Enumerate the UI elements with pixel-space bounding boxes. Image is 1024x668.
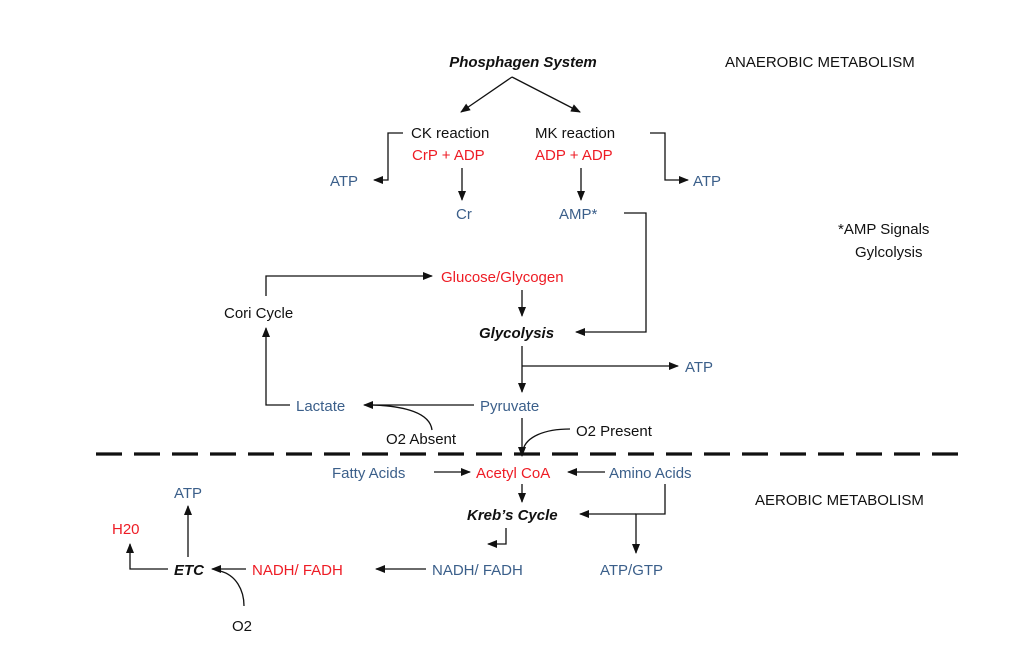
- amp-note-line2: Gylcolysis: [855, 244, 923, 261]
- crp-adp-label: CrP + ADP: [412, 147, 485, 164]
- etc-label: ETC: [174, 562, 205, 579]
- atp-gtp-label: ATP/GTP: [600, 562, 663, 579]
- amp-note-line1: *AMP Signals: [838, 221, 929, 238]
- glucose-glycogen-label: Glucose/Glycogen: [441, 269, 564, 286]
- anaerobic-metabolism-label: ANAEROBIC METABOLISM: [725, 54, 915, 71]
- o2-present-label: O2 Present: [576, 423, 653, 440]
- curve-o2-to-etc: [219, 570, 245, 607]
- amp-star-label: AMP*: [559, 206, 598, 223]
- atp-right-label: ATP: [693, 173, 721, 190]
- adp-adp-label: ADP + ADP: [535, 147, 613, 164]
- aerobic-metabolism-label: AEROBIC METABOLISM: [755, 492, 924, 509]
- arrow-ck-to-atp: [373, 132, 403, 184]
- atp-glycolysis-label: ATP: [685, 359, 713, 376]
- curve-o2-present: [522, 428, 571, 451]
- h2o-label: H20: [112, 521, 140, 538]
- cr-label: Cr: [456, 206, 472, 223]
- nadh-fadh-blue-label: NADH/ FADH: [432, 562, 523, 579]
- cori-cycle-label: Cori Cycle: [224, 305, 293, 322]
- amino-acids-label: Amino Acids: [609, 465, 692, 482]
- pyruvate-label: Pyruvate: [480, 398, 539, 415]
- glycolysis-label: Glycolysis: [479, 325, 554, 342]
- o2-absent-label: O2 Absent: [386, 431, 457, 448]
- ck-reaction-label: CK reaction: [411, 125, 489, 142]
- arrow-lactate-cori-up: [262, 327, 290, 406]
- acetyl-coa-label: Acetyl CoA: [476, 465, 550, 482]
- arrow-krebs-to-atpgtp: [632, 484, 666, 554]
- arrow-mk-to-atp: [650, 132, 689, 184]
- arrow-phosphagen-to-ck: [460, 76, 513, 113]
- phosphagen-system-label: Phosphagen System: [449, 54, 597, 71]
- lactate-label: Lactate: [296, 398, 345, 415]
- atp-etc-label: ATP: [174, 485, 202, 502]
- arrow-cori-to-glucose: [265, 272, 433, 296]
- mk-reaction-label: MK reaction: [535, 125, 615, 142]
- krebs-cycle-label: Kreb’s Cycle: [467, 507, 558, 524]
- fatty-acids-label: Fatty Acids: [332, 465, 405, 482]
- o2-label: O2: [232, 618, 252, 635]
- arrow-etc-to-h2o: [126, 543, 168, 570]
- arrow-phosphagen-to-mk: [511, 76, 581, 113]
- atp-left-label: ATP: [330, 173, 358, 190]
- arrow-krebs-to-nadh: [487, 528, 507, 548]
- arrow-amp-to-glycolysis: [575, 212, 647, 336]
- curve-o2-absent: [371, 404, 433, 431]
- nadh-fadh-red-label: NADH/ FADH: [252, 562, 343, 579]
